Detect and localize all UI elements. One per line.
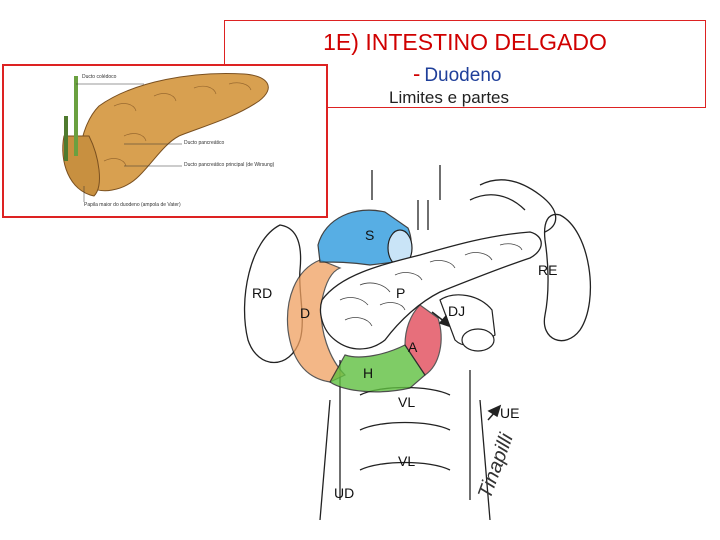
label-vl-upper: VL <box>398 394 415 410</box>
left-kidney <box>543 213 592 342</box>
label-superior: S <box>365 227 374 243</box>
subtitle-text: Duodeno <box>424 65 502 86</box>
label-duodenojejunal: DJ <box>448 303 465 319</box>
label-left-ureter: UE <box>500 405 519 421</box>
inset-label-main-duct: Ducto pancreático principal (de Wirsung) <box>184 162 275 168</box>
duodenum-horizontal <box>329 344 426 393</box>
pancreas <box>319 231 542 350</box>
label-left-kidney: RE <box>538 262 557 278</box>
label-descending: D <box>300 305 310 321</box>
slide-subtitle-2: Limites e partes <box>389 88 509 107</box>
label-ascending: A <box>408 339 418 355</box>
inset-label-bile-duct: Ducto colédoco <box>82 74 117 80</box>
label-pancreas: P <box>396 285 405 301</box>
label-horizontal: H <box>363 365 373 381</box>
duodenum-ascending <box>404 304 442 376</box>
subtitle-dash: - <box>413 61 421 86</box>
inset-label-pancreatic-duct: Ducto pancreático <box>184 140 225 146</box>
slide-title: 1E) INTESTINO DELGADO <box>323 29 607 55</box>
label-right-ureter: UD <box>334 485 354 501</box>
slide-subtitle: -Duodeno <box>413 61 501 87</box>
label-vl-lower: VL <box>398 453 415 469</box>
inset-label-papilla: Papila maior do duodeno (ampola de Vater… <box>84 202 181 208</box>
pancreas-inset: Ducto colédoco Ducto pancreático Ducto p… <box>2 64 328 218</box>
inset-illustration <box>62 73 269 202</box>
label-right-kidney: RD <box>252 285 272 301</box>
signature: Tinapilli <box>474 430 518 502</box>
